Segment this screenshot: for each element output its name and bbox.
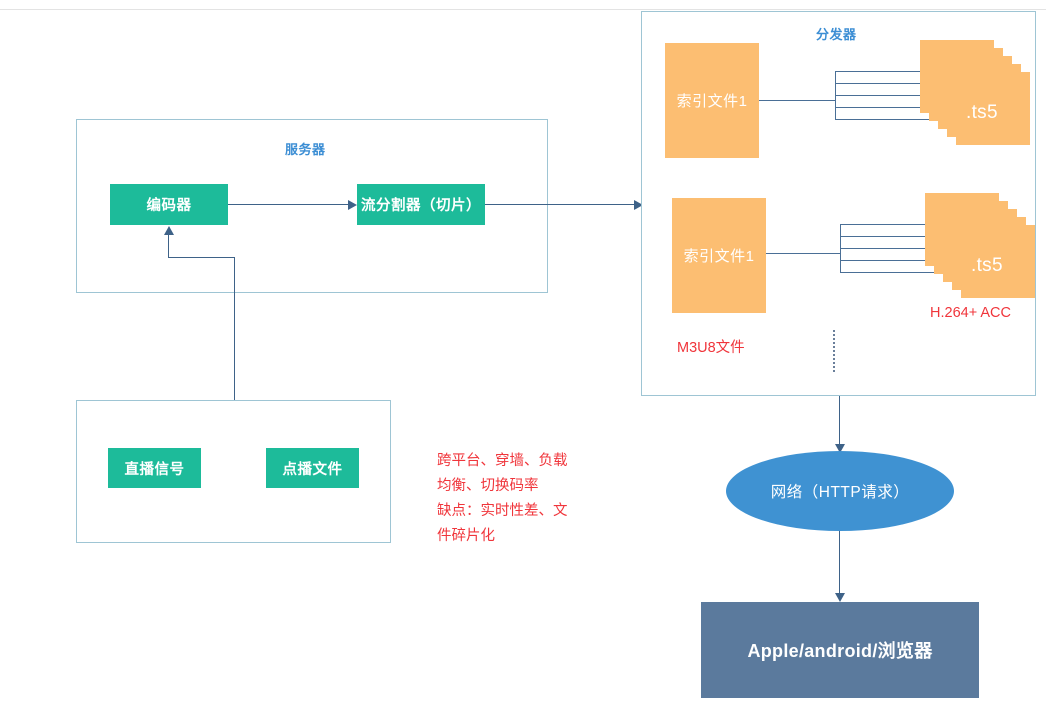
arrow-into-encoder — [164, 226, 174, 235]
connector-encoder-to-splitter — [228, 204, 348, 205]
live-signal-box[interactable]: 直播信号 — [108, 448, 201, 488]
more-items-ellipsis-icon — [833, 330, 837, 372]
server-title: 服务器 — [285, 142, 326, 157]
fan-line-2-4 — [840, 260, 971, 261]
fan-spine-1 — [835, 71, 836, 120]
m3u8-label: M3U8文件 — [677, 340, 745, 356]
codec-label: H.264+ ACC — [930, 305, 1012, 321]
index-file-box-2[interactable]: 索引文件1 — [672, 198, 766, 313]
arrow-encoder-to-splitter — [348, 200, 357, 210]
ts-card-2-1 — [925, 193, 999, 266]
ts-stack-2-label: .ts5 — [971, 255, 1003, 276]
fan-spine-2 — [840, 224, 841, 273]
connector-sources-up — [234, 257, 235, 400]
connector-index2-to-fan — [766, 253, 841, 254]
connector-splitter-to-distributor — [485, 204, 640, 205]
vod-file-box[interactable]: 点播文件 — [266, 448, 359, 488]
ts-card-1-1 — [920, 40, 994, 113]
fan-line-1-1 — [835, 71, 955, 72]
fan-line-2-5 — [840, 272, 980, 273]
connector-sources-left — [168, 257, 235, 258]
fan-line-1-5 — [835, 119, 975, 120]
fan-line-2-2 — [840, 236, 971, 237]
connector-into-encoder — [168, 234, 169, 258]
fan-line-1-2 — [835, 83, 966, 84]
ts-stack-1[interactable]: .ts5 — [920, 40, 1030, 145]
arrow-network-to-client — [835, 593, 845, 602]
fan-line-2-1 — [840, 224, 960, 225]
stream-splitter-box[interactable]: 流分割器（切片） — [357, 184, 485, 225]
ts-stack-1-label: .ts5 — [966, 102, 998, 123]
distributor-title: 分发器 — [816, 27, 857, 42]
arrow-splitter-to-distributor — [634, 200, 643, 210]
network-node[interactable]: 网络（HTTP请求） — [726, 451, 954, 531]
arrow-distributor-to-network — [835, 444, 845, 453]
fan-line-2-3 — [840, 248, 960, 249]
encoder-box[interactable]: 编码器 — [110, 184, 228, 225]
index-file-box-1[interactable]: 索引文件1 — [665, 43, 759, 158]
top-divider — [0, 9, 1046, 10]
connector-network-to-client — [839, 531, 840, 598]
pros-cons-note: 跨平台、穿墙、负载 均衡、切换码率 缺点：实时性差、文 件碎片化 — [437, 453, 568, 544]
connector-index1-to-fan — [759, 100, 836, 101]
fan-line-1-3 — [835, 95, 955, 96]
client-devices-box[interactable]: Apple/android/浏览器 — [701, 602, 979, 698]
ts-stack-2[interactable]: .ts5 — [925, 193, 1035, 298]
connector-distributor-to-network — [839, 396, 840, 449]
fan-line-1-4 — [835, 107, 966, 108]
